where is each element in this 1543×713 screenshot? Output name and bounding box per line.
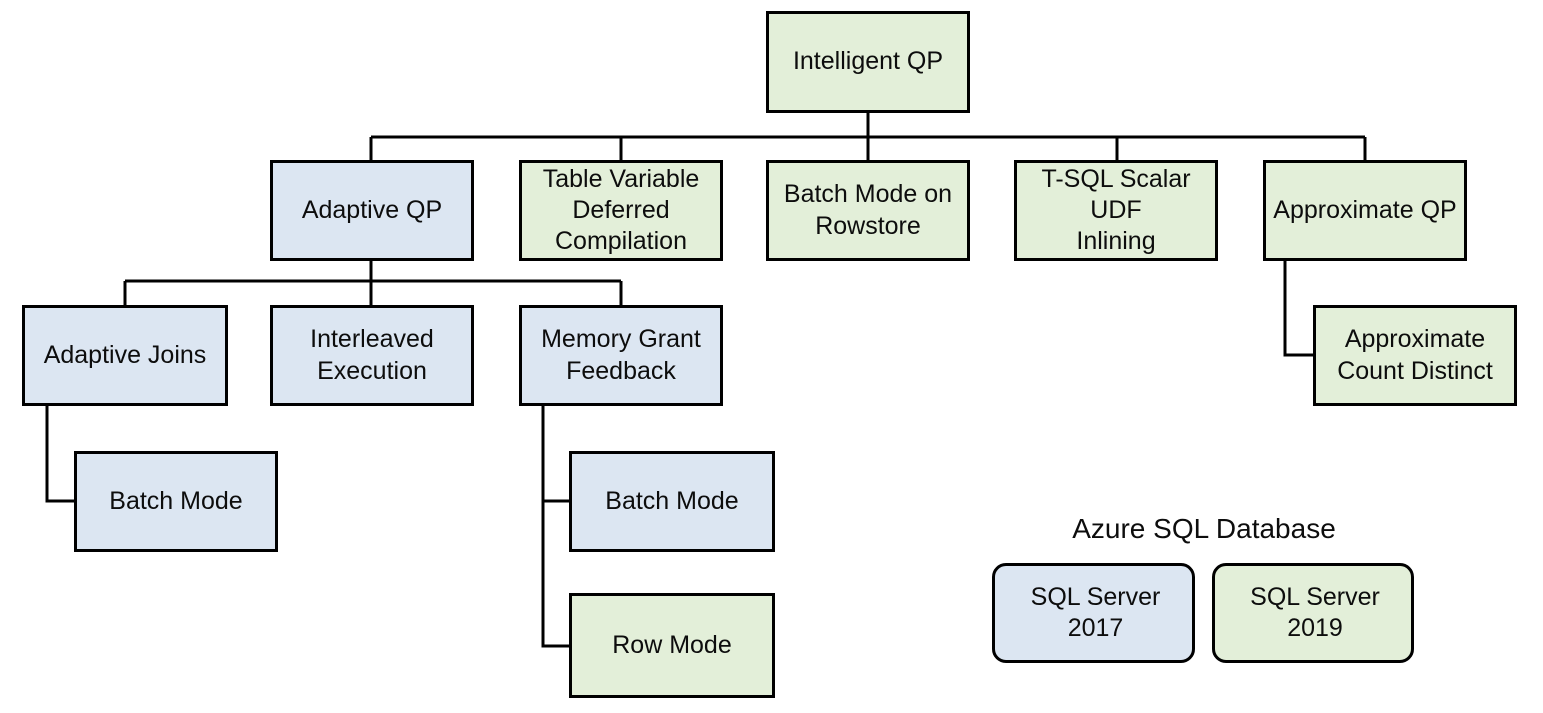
edge-mgf-to-row-mode bbox=[541, 406, 569, 648]
node-adaptive-joins[interactable]: Adaptive Joins bbox=[22, 305, 228, 406]
node-batch-mode-on-rowstore[interactable]: Batch Mode on Rowstore bbox=[766, 160, 970, 261]
edge-mgf-to-batch-mode bbox=[541, 406, 569, 503]
node-interleaved-execution[interactable]: Interleaved Execution bbox=[270, 305, 474, 406]
legend-title: Azure SQL Database bbox=[1072, 513, 1336, 544]
legend-item-sql-server-2017[interactable]: SQL Server 2017 bbox=[992, 563, 1195, 663]
node-approximate-count-distinct[interactable]: Approximate Count Distinct bbox=[1313, 305, 1517, 406]
node-memory-grant-feedback[interactable]: Memory Grant Feedback bbox=[519, 305, 723, 406]
node-approximate-qp[interactable]: Approximate QP bbox=[1263, 160, 1467, 261]
edge-adaptive-joins-to-batch-mode bbox=[45, 406, 74, 503]
node-intelligent-qp[interactable]: Intelligent QP bbox=[766, 11, 970, 113]
node-adaptive-joins-batch-mode[interactable]: Batch Mode bbox=[74, 451, 278, 552]
edge-approximate-qp-to-count-distinct bbox=[1283, 261, 1313, 357]
node-table-variable-deferred-compilation[interactable]: Table Variable Deferred Compilation bbox=[519, 160, 723, 261]
node-adaptive-qp[interactable]: Adaptive QP bbox=[270, 160, 474, 261]
node-tsql-scalar-udf-inlining[interactable]: T-SQL Scalar UDF Inlining bbox=[1014, 160, 1218, 261]
node-mgf-batch-mode[interactable]: Batch Mode bbox=[569, 451, 775, 552]
legend-item-sql-server-2019[interactable]: SQL Server 2019 bbox=[1212, 563, 1414, 663]
node-mgf-row-mode[interactable]: Row Mode bbox=[569, 593, 775, 698]
